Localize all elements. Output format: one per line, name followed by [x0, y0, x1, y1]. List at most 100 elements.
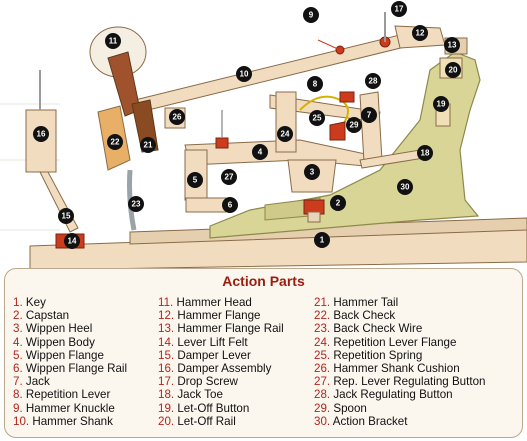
legend-item: 2. Capstan	[13, 309, 70, 323]
repetition-lever-flange	[275, 91, 297, 153]
svg-text:17: 17	[395, 5, 404, 14]
callout-13: 13	[444, 37, 460, 53]
callout-14: 14	[64, 233, 80, 249]
legend-item: 21. Hammer Tail	[314, 296, 399, 309]
legend-item: 4. Wippen Body	[13, 335, 95, 349]
legend-item: 30. Action Bracket	[314, 414, 408, 428]
svg-text:26: 26	[173, 113, 182, 122]
svg-text:15: 15	[62, 212, 71, 221]
legend-item: 10. Hammer Shank	[13, 414, 113, 428]
callout-25: 25	[309, 110, 325, 126]
callout-20: 20	[445, 62, 461, 78]
legend-item: 25. Repetition Spring	[314, 348, 423, 362]
legend-item: 17. Drop Screw	[158, 375, 238, 389]
legend-item: 27. Rep. Lever Regulating Button	[314, 375, 486, 389]
svg-text:13: 13	[448, 41, 457, 50]
callout-16: 16	[33, 126, 49, 142]
callout-4: 4	[252, 144, 268, 160]
callout-8: 8	[307, 76, 323, 92]
spoon	[329, 121, 346, 141]
svg-text:8: 8	[313, 80, 318, 89]
callout-28: 28	[365, 73, 381, 89]
legend-item: 15. Damper Lever	[158, 348, 251, 362]
legend-panel: Action Parts 1. Key 2. Capstan 3. Wippen…	[4, 268, 523, 438]
callout-1: 1	[314, 232, 330, 248]
legend-item: 11. Hammer Head	[158, 296, 252, 309]
svg-text:3: 3	[310, 168, 315, 177]
svg-text:2: 2	[336, 199, 341, 208]
legend-item: 22. Back Check	[314, 309, 396, 323]
svg-text:1: 1	[320, 236, 325, 245]
callout-23: 23	[128, 196, 144, 212]
svg-text:16: 16	[37, 130, 46, 139]
svg-text:4: 4	[258, 148, 263, 157]
callout-12: 12	[412, 25, 428, 41]
svg-text:20: 20	[449, 66, 458, 75]
damper-lever	[39, 171, 79, 233]
legend-item: 18. Jack Toe	[158, 388, 223, 402]
legend-item: 23. Back Check Wire	[314, 322, 423, 336]
legend-item: 28. Jack Regulating Button	[314, 388, 453, 402]
legend-item: 6. Wippen Flange Rail	[13, 361, 128, 375]
action-bracket	[209, 51, 481, 239]
legend-item: 20. Let-Off Rail	[158, 414, 236, 428]
rep-lever-regulating-button	[215, 137, 229, 149]
wippen-flange-rail	[185, 197, 227, 213]
svg-text:28: 28	[369, 77, 378, 86]
legend-item: 8. Repetition Lever	[13, 388, 111, 402]
callout-18: 18	[417, 145, 433, 161]
callout-2: 2	[330, 195, 346, 211]
svg-text:18: 18	[421, 149, 430, 158]
svg-text:11: 11	[109, 37, 118, 46]
callout-19: 19	[433, 96, 449, 112]
legend-item: 3. Wippen Heel	[13, 322, 93, 336]
legend-item: 19. Let-Off Button	[158, 401, 250, 415]
svg-text:5: 5	[193, 176, 198, 185]
callout-24: 24	[277, 126, 293, 142]
legend-item: 13. Hammer Flange Rail	[158, 322, 284, 336]
svg-text:30: 30	[401, 183, 410, 192]
svg-text:22: 22	[111, 138, 120, 147]
svg-text:21: 21	[144, 141, 153, 150]
legend-item: 29. Spoon	[314, 401, 367, 415]
legend-title: Action Parts	[222, 273, 305, 289]
svg-text:23: 23	[132, 200, 141, 209]
svg-text:10: 10	[240, 70, 249, 79]
svg-text:6: 6	[228, 201, 233, 210]
svg-text:12: 12	[416, 29, 425, 38]
svg-text:19: 19	[437, 100, 446, 109]
legend-column-2: 11. Hammer Head 12. Hammer Flange 13. Ha…	[158, 296, 284, 428]
callout-29: 29	[346, 117, 362, 133]
svg-text:25: 25	[313, 114, 322, 123]
legend-item: 7. Jack	[13, 375, 50, 389]
legend-column-1: 1. Key 2. Capstan 3. Wippen Heel 4. Wipp…	[13, 296, 127, 428]
capstan-screw	[307, 211, 321, 223]
callout-17: 17	[391, 1, 407, 17]
legend-item: 16. Damper Assembly	[158, 361, 272, 375]
callout-30: 30	[397, 179, 413, 195]
callout-6: 6	[222, 197, 238, 213]
legend-item: 26. Hammer Shank Cushion	[314, 361, 460, 375]
legend-item: 24. Repetition Lever Flange	[314, 335, 457, 349]
callout-11: 11	[105, 33, 121, 49]
legend-column-3: 21. Hammer Tail 22. Back Check 23. Back …	[314, 296, 485, 428]
svg-text:24: 24	[281, 130, 290, 139]
legend-item: 1. Key	[13, 296, 46, 309]
knuckle-lead	[317, 39, 341, 51]
callout-21: 21	[140, 137, 156, 153]
svg-text:29: 29	[350, 121, 359, 130]
jack-regulating-button	[339, 91, 355, 103]
callout-7: 7	[361, 107, 377, 123]
callout-26: 26	[169, 109, 185, 125]
callout-15: 15	[58, 208, 74, 224]
svg-text:7: 7	[367, 111, 372, 120]
callout-22: 22	[107, 134, 123, 150]
svg-text:27: 27	[225, 173, 234, 182]
svg-text:9: 9	[309, 11, 314, 20]
svg-text:14: 14	[68, 237, 77, 246]
callout-3: 3	[304, 164, 320, 180]
jack	[359, 91, 383, 163]
legend-item: 14. Lever Lift Felt	[158, 335, 248, 349]
legend-item: 9. Hammer Knuckle	[13, 401, 115, 415]
